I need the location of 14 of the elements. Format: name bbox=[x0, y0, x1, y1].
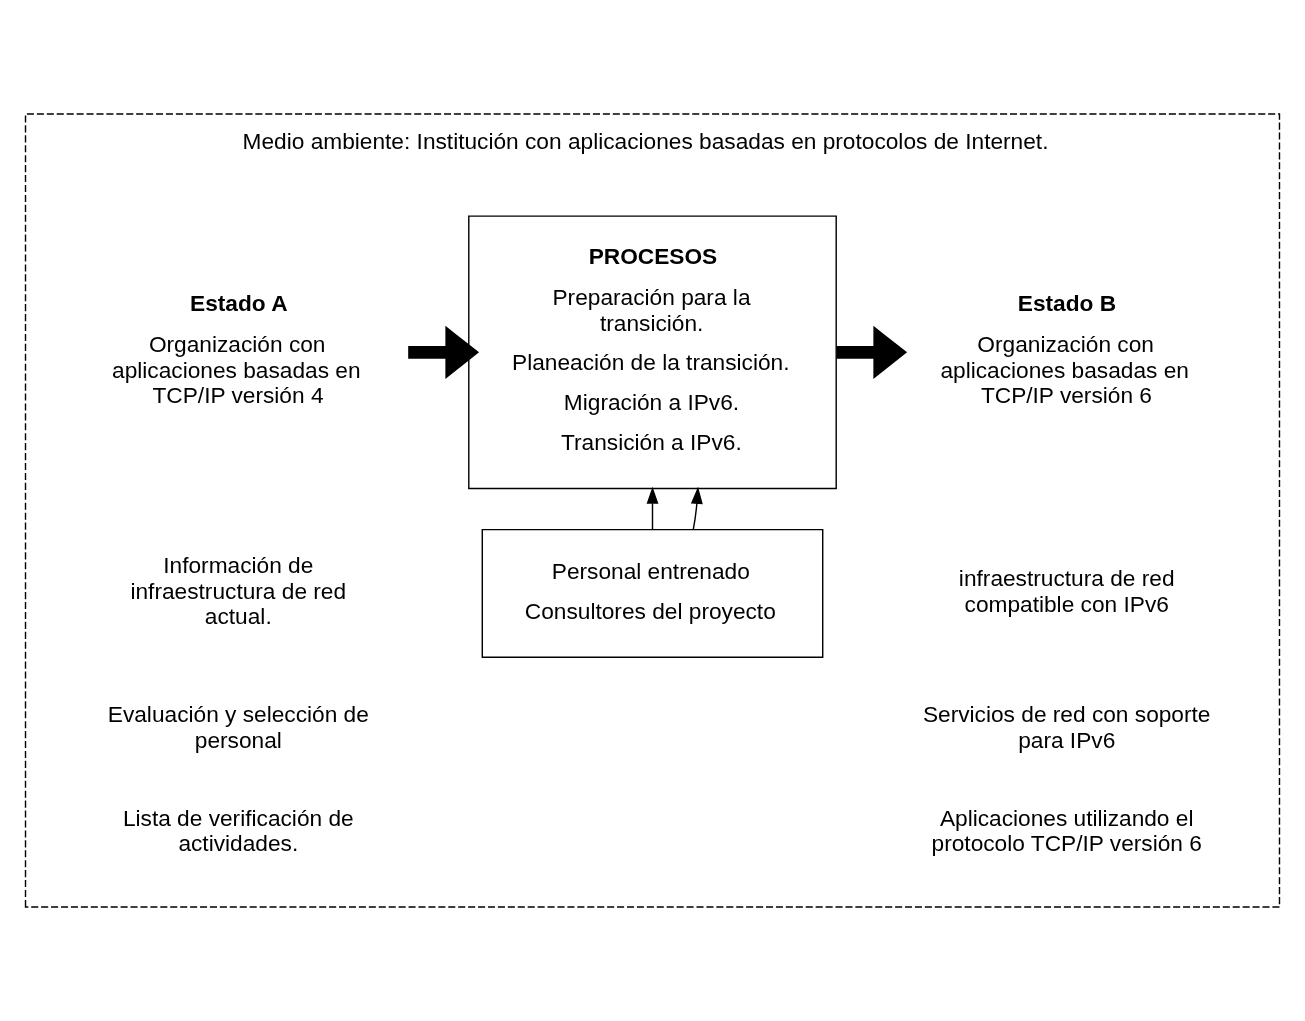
label: Lista de verificación de actividades. bbox=[122, 804, 354, 857]
arrow bbox=[646, 486, 659, 531]
arrow bbox=[836, 325, 908, 379]
label: Información de infraestructura de red actual. bbox=[130, 552, 347, 630]
node-text: Estado B Organización con aplicaciones basadas en TCP/IP versión 6 bbox=[940, 289, 1189, 409]
label: infraestructura de red compatible con IPv6 bbox=[958, 565, 1175, 617]
label: Aplicaciones utilizando el protocolo TCP/IP versión 6 bbox=[931, 804, 1202, 857]
node-box: Personal entrenado Consultores del proyecto bbox=[481, 528, 824, 659]
node-text: Estado A Organización con aplicaciones basadas en TCP/IP versión 4 bbox=[112, 289, 361, 409]
arrow bbox=[690, 486, 703, 531]
arrow bbox=[408, 325, 480, 379]
label: Servicios de red con soporte para IPv6 bbox=[922, 701, 1211, 753]
label: Evaluación y selección de personal bbox=[107, 701, 369, 753]
node-box: PROCESOS Preparación para la transición. Planeación de la transición. Migración a IPv6. Transición a IPv6. bbox=[468, 215, 837, 490]
